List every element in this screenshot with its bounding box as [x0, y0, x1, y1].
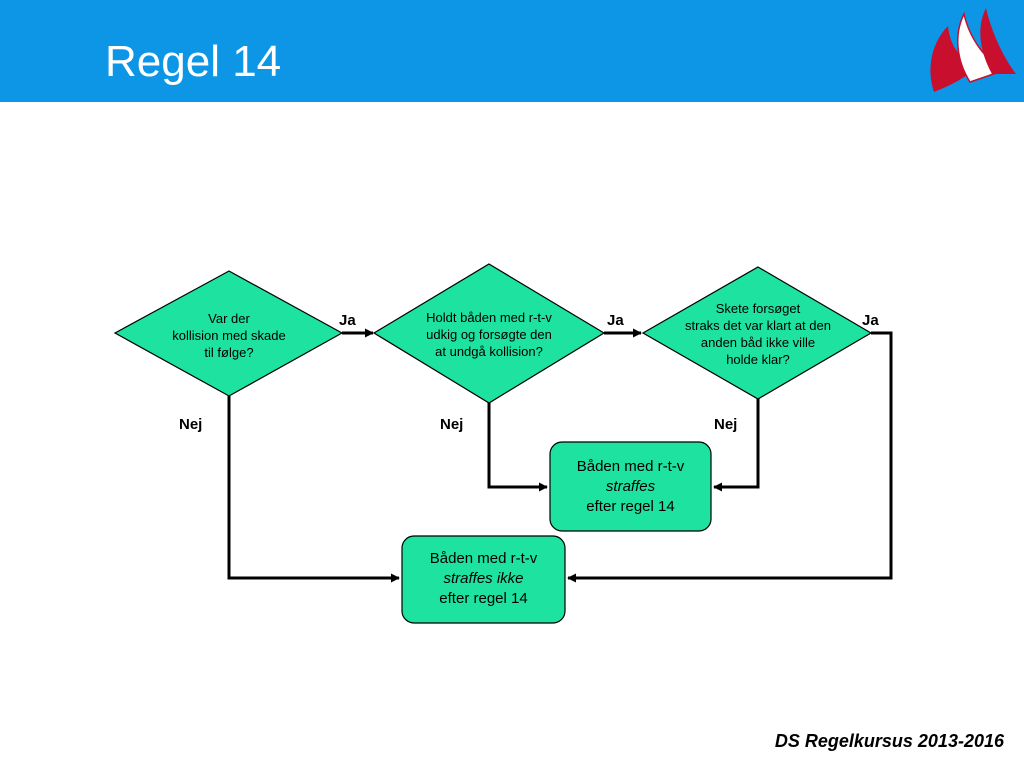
- edge-label-q1-ja: Ja: [339, 312, 356, 329]
- slide-title: Regel 14: [105, 37, 282, 86]
- edge-label-q2-nej: Nej: [440, 416, 464, 433]
- edge-label-q3-ja: Ja: [862, 312, 879, 329]
- decision-q3-text: Skete forsøget straks det var klart at d…: [685, 301, 831, 367]
- edge-label-q2-ja: Ja: [607, 312, 624, 329]
- decision-q2-text: Holdt båden med r-t-v udkig og forsøgte …: [426, 310, 552, 359]
- decision-q1-text: Var der kollision med skade til følge?: [172, 311, 286, 360]
- footer-text: DS Regelkursus 2013-2016: [774, 731, 1004, 751]
- edge-q3-r2-ja: [567, 331, 893, 583]
- decision-q2: [372, 263, 606, 404]
- edge-q1-r2-nej: [227, 396, 400, 583]
- edge-q3-r1-nej: [713, 399, 760, 492]
- header-bar: Regel 14: [0, 0, 1024, 102]
- decision-q3: [641, 266, 873, 400]
- result-straffes-text: Båden med r-t-v straffes efter regel 14: [576, 458, 685, 515]
- result-straffes-ikke: [401, 535, 566, 624]
- sailboat-logo-icon: [930, 8, 1016, 92]
- decision-q1: [113, 270, 344, 397]
- result-straffes-ikke-text: Båden med r-t-v straffes ikke efter rege…: [429, 550, 538, 607]
- edge-label-q1-nej: Nej: [179, 416, 203, 433]
- edge-q2-r1-nej: [487, 403, 548, 492]
- result-straffes: [549, 441, 712, 532]
- edge-label-q3-nej: Nej: [714, 416, 738, 433]
